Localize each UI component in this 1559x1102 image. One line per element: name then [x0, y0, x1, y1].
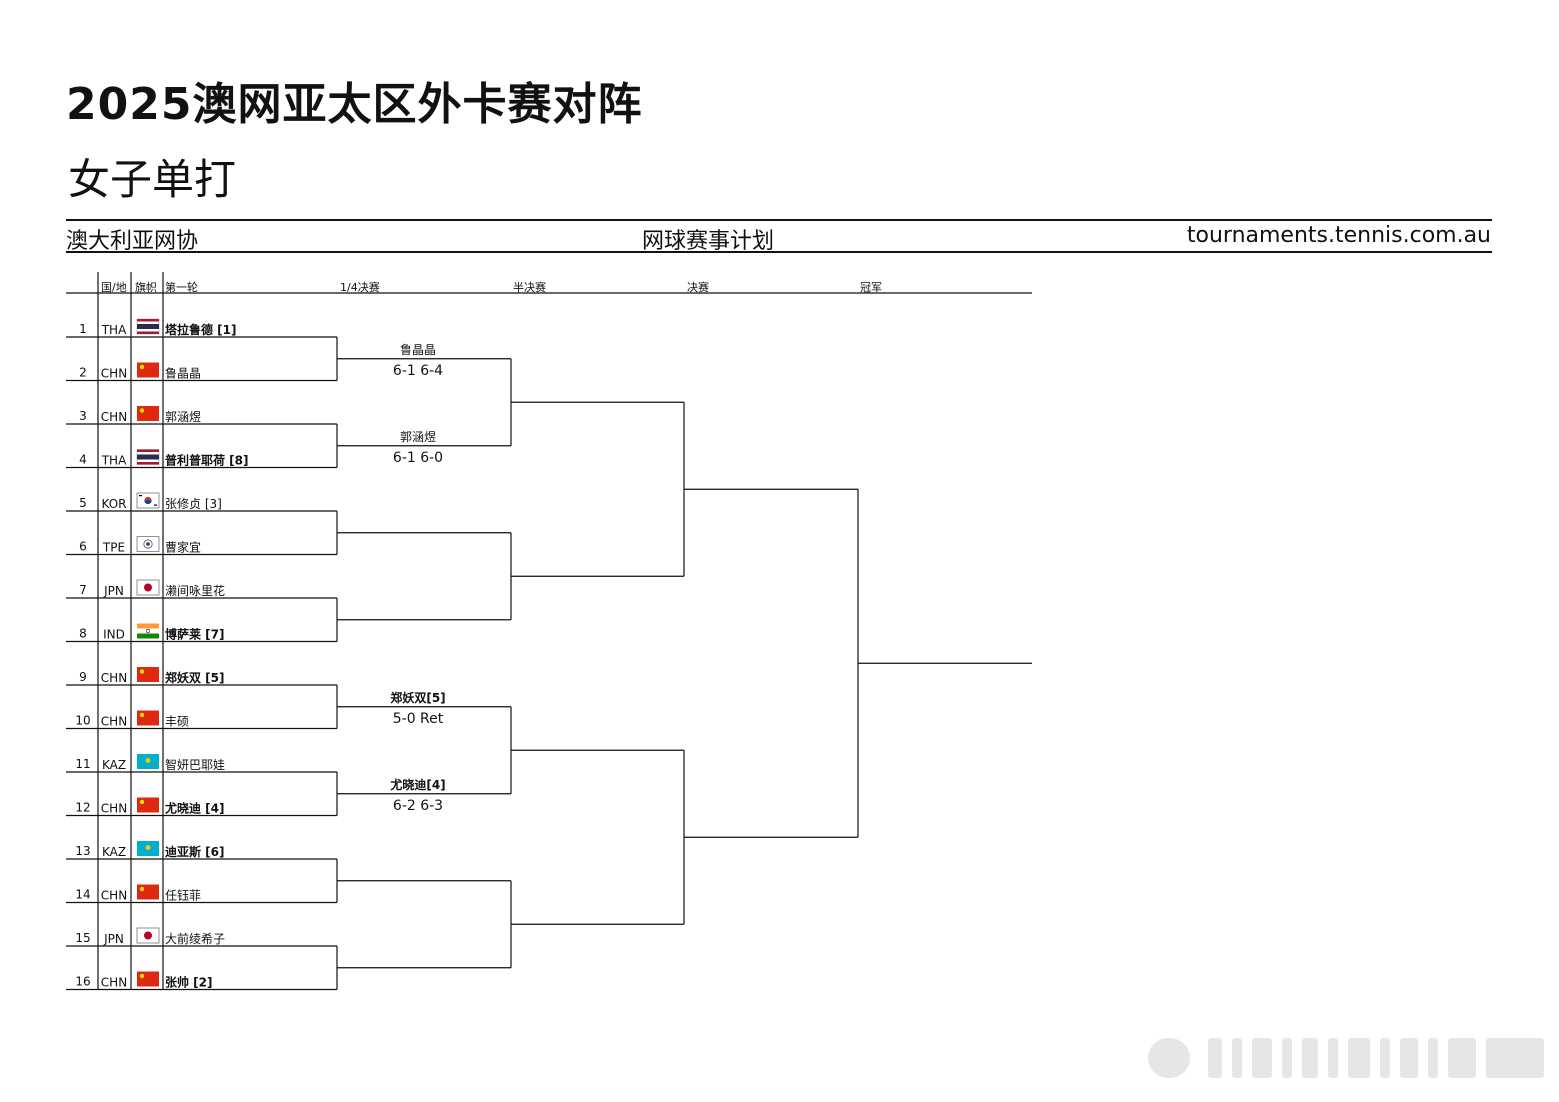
col-header-round1: 第一轮 — [165, 280, 198, 294]
china-flag-icon — [137, 884, 159, 900]
country-code: KAZ — [102, 845, 126, 859]
player-name: 郑妖双 [5] — [165, 670, 225, 685]
seed-number: 11 — [75, 757, 90, 771]
page-subtitle: 女子单打 — [68, 155, 237, 204]
country-code: JPN — [103, 932, 124, 946]
seed-number: 5 — [79, 496, 87, 510]
country-code: CHN — [101, 671, 127, 685]
china-flag-icon — [137, 406, 159, 421]
col-header-flag: 旗帜 — [135, 280, 157, 294]
qf-winner-name: 郑妖双[5] — [390, 690, 445, 705]
country-code: KOR — [102, 497, 127, 511]
col-header-country: 国/地 — [101, 281, 127, 294]
qf-score: 6-1 6-4 — [393, 363, 443, 379]
china-flag-icon — [137, 362, 159, 378]
player-name: 任钰菲 — [165, 889, 201, 903]
player-name: 迪亚斯 [6] — [165, 844, 225, 859]
seed-number: 16 — [75, 975, 90, 989]
korea-flag-icon — [136, 492, 160, 509]
player-name: 塔拉鲁德 [1] — [165, 322, 237, 337]
page-title: 2025澳网亚太区外卡赛对阵 — [66, 79, 643, 130]
player-name: 张修贞 [3] — [165, 496, 222, 511]
kazakhstan-flag-icon — [137, 754, 159, 769]
country-code: CHN — [101, 715, 127, 729]
player-name: 大前绫希子 — [165, 931, 225, 946]
china-flag-icon — [137, 797, 159, 813]
header-org: 澳大利亚网协 — [66, 229, 199, 254]
qf-score: 6-1 6-0 — [393, 450, 443, 466]
col-header-quarterfinal: 1/4决赛 — [340, 280, 380, 294]
seed-number: 15 — [75, 931, 90, 945]
tpe-flag-icon — [136, 536, 160, 552]
player-name: 濑间咏里花 — [165, 583, 225, 598]
player-name: 普利普耶荷 [8] — [165, 453, 249, 468]
seed-number: 9 — [79, 670, 87, 684]
qf-winner-name: 郭涵煜 — [400, 430, 436, 444]
country-code: THA — [101, 454, 127, 468]
china-flag-icon — [137, 667, 159, 682]
country-code: TPE — [102, 541, 125, 555]
player-name: 智妍巴耶娃 — [165, 757, 225, 772]
country-code: CHN — [101, 889, 127, 903]
player-name: 尤晓迪 [4] — [165, 801, 225, 816]
country-code: CHN — [101, 410, 127, 424]
country-code: CHN — [101, 802, 127, 816]
col-header-champion: 冠军 — [860, 281, 882, 294]
seed-number: 8 — [79, 627, 87, 641]
seed-number: 1 — [79, 322, 87, 336]
seed-number: 4 — [79, 453, 87, 467]
seed-number: 2 — [79, 366, 87, 380]
seed-number: 6 — [79, 540, 87, 554]
player-name: 博萨莱 [7] — [165, 627, 225, 642]
qf-score: 6-2 6-3 — [393, 798, 443, 814]
header-top-rule — [66, 219, 1492, 221]
watermark — [1148, 1030, 1548, 1085]
country-code: CHN — [101, 367, 127, 381]
india-flag-icon — [137, 623, 159, 639]
qf-winner-name: 尤晓迪[4] — [390, 777, 445, 792]
seed-number: 12 — [75, 801, 90, 815]
seed-number: 14 — [75, 888, 90, 902]
china-flag-icon — [137, 971, 159, 987]
thailand-flag-icon — [136, 449, 160, 465]
country-code: CHN — [101, 976, 127, 990]
country-code: THA — [101, 323, 127, 337]
qf-score: 5-0 Ret — [393, 711, 444, 727]
japan-flag-icon — [136, 927, 160, 944]
header-plan: 网球赛事计划 — [642, 229, 775, 254]
seed-number: 10 — [75, 714, 90, 728]
header-bottom-rule — [66, 251, 1492, 253]
seed-number: 3 — [79, 409, 87, 423]
player-name: 鲁晶晶 — [165, 367, 201, 381]
thailand-flag-icon — [136, 318, 160, 335]
country-code: KAZ — [102, 758, 126, 772]
player-name: 丰硕 — [165, 715, 189, 729]
kazakhstan-flag-icon — [137, 841, 159, 856]
player-name: 曹家宜 — [165, 540, 201, 555]
country-code: JPN — [103, 584, 124, 598]
col-header-final: 决赛 — [687, 280, 709, 294]
japan-flag-icon — [136, 579, 160, 596]
seed-number: 13 — [75, 844, 90, 858]
seed-number: 7 — [79, 583, 87, 597]
player-name: 郭涵煜 — [165, 410, 201, 424]
col-header-semifinal: 半决赛 — [513, 280, 546, 294]
header-url[interactable]: tournaments.tennis.com.au — [1186, 223, 1491, 248]
player-name: 张帅 [2] — [165, 975, 213, 990]
china-flag-icon — [137, 710, 159, 726]
qf-winner-name: 鲁晶晶 — [400, 343, 436, 357]
country-code: IND — [103, 628, 125, 642]
